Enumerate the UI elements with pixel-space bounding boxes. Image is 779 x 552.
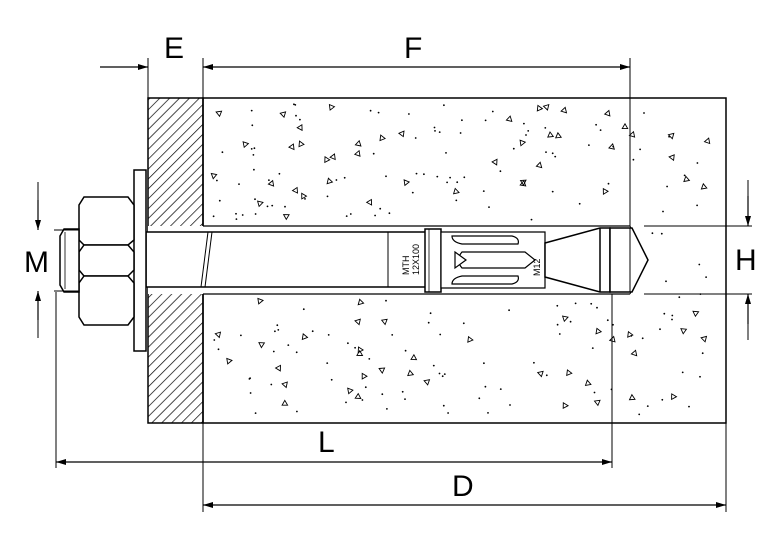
dimension-label-d: D — [452, 470, 474, 503]
dimension-label-l: L — [318, 426, 335, 459]
dimension-arrows — [35, 64, 751, 508]
expansion-clip — [440, 231, 546, 289]
bolt-thread-end — [59, 228, 80, 293]
concrete-aggregate — [210, 103, 711, 416]
hex-nut — [78, 196, 135, 326]
dimension-label-h: H — [735, 244, 757, 277]
expander-marking: M12 — [532, 258, 542, 276]
bolt-shaft — [145, 231, 427, 288]
sleeve-marking-line1: MTH — [401, 256, 411, 276]
expansion-cone — [544, 227, 649, 293]
sleeve-marking-line2: 12X100 — [411, 244, 421, 275]
dimension-label-m: M — [24, 246, 49, 279]
collar-ring — [424, 228, 442, 293]
washer — [133, 169, 147, 352]
dimension-label-e: E — [164, 32, 184, 65]
dimension-label-f: F — [404, 32, 422, 65]
